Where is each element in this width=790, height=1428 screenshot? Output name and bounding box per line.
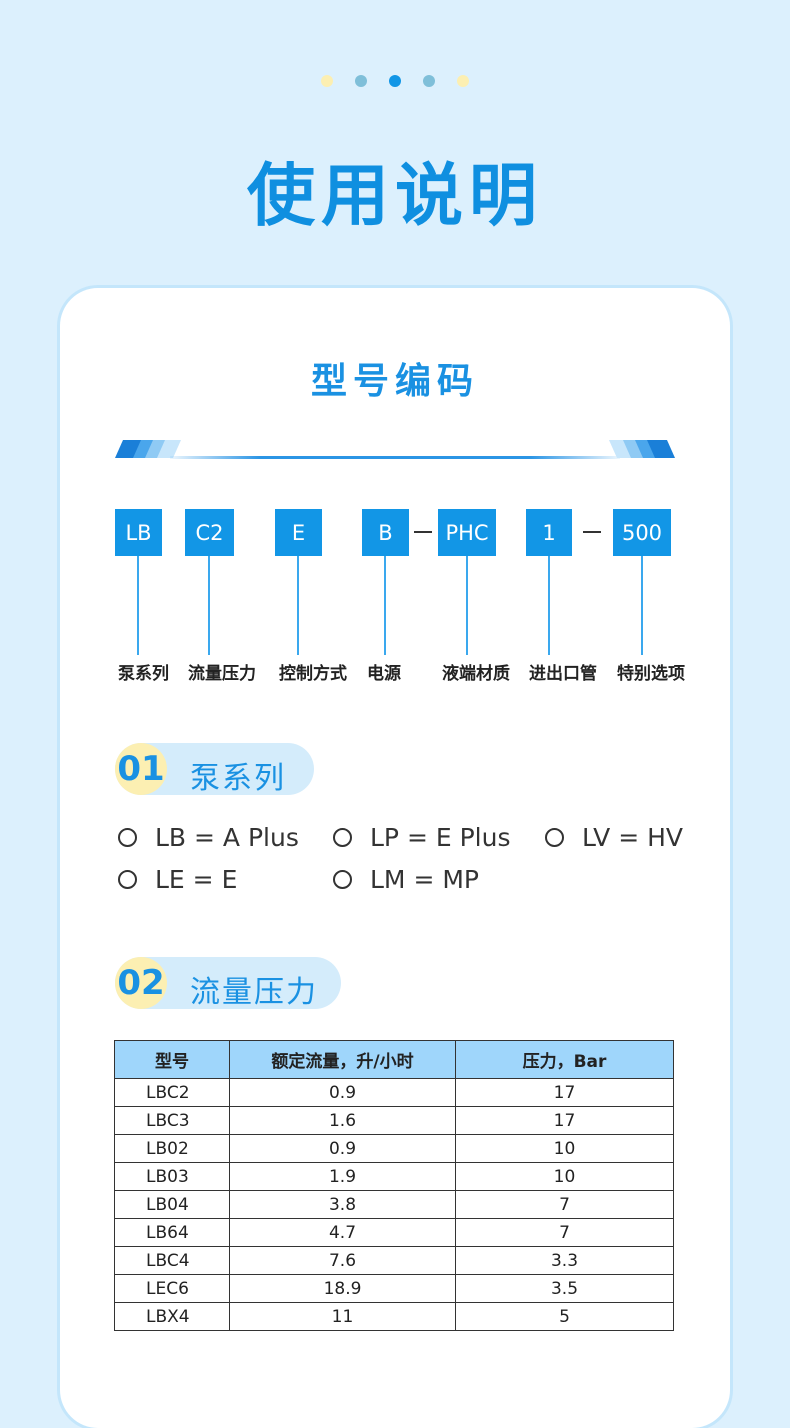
cell-model: LB02 [114,1134,230,1163]
series-option[interactable]: LM = MP [333,865,479,894]
code-label-port: 进出口管 [529,664,597,684]
code-label-option: 特别选项 [617,664,685,684]
code-box-power: B [362,509,409,556]
code-label-material: 液端材质 [442,664,510,684]
series-option[interactable]: LE = E [118,865,237,894]
option-label: LE = E [155,865,238,894]
code-label-power: 电源 [367,664,401,684]
section-number: 01 [115,743,167,795]
cell-flow: 1.6 [229,1106,456,1135]
section-header-flow: 02 流量压力 [115,957,341,1010]
pagination-dots [0,75,790,87]
option-label: LB = A Plus [155,823,299,852]
section-title: 泵系列 [190,761,286,796]
section-number: 02 [115,957,167,1009]
section-header-series: 01 泵系列 [115,743,314,796]
code-connector [466,556,468,655]
cell-model: LB64 [114,1218,230,1247]
cell-model: LBX4 [114,1302,230,1331]
code-connector [208,556,210,655]
cell-pressure: 7 [455,1190,674,1219]
series-option[interactable]: LB = A Plus [118,823,299,852]
section-title: 流量压力 [190,975,318,1010]
cell-model: LB04 [114,1190,230,1219]
cell-pressure: 10 [455,1134,674,1163]
radio-circle-icon[interactable] [545,828,564,847]
cell-flow: 7.6 [229,1246,456,1275]
code-box-option: 500 [613,509,671,556]
cell-flow: 3.8 [229,1190,456,1219]
cell-model: LBC2 [114,1078,230,1107]
column-header: 压力，Bar [455,1040,674,1079]
option-label: LV = HV [582,823,684,852]
pagination-dot [423,75,435,87]
code-dash [583,531,601,533]
cell-flow: 1.9 [229,1162,456,1191]
cell-flow: 0.9 [229,1134,456,1163]
decor-divider-line [170,456,620,459]
cell-pressure: 5 [455,1302,674,1331]
code-box-control: E [275,509,322,556]
page-title: 使用说明 [246,157,543,236]
code-label-control: 控制方式 [279,664,347,684]
cell-pressure: 3.5 [455,1274,674,1303]
option-label: LM = MP [370,865,479,894]
cell-flow: 11 [229,1302,456,1331]
code-label-series: 泵系列 [118,664,169,684]
code-box-material: PHC [438,509,496,556]
cell-model: LBC4 [114,1246,230,1275]
cell-pressure: 17 [455,1106,674,1135]
code-connector [137,556,139,655]
code-connector [548,556,550,655]
cell-flow: 18.9 [229,1274,456,1303]
code-connector [641,556,643,655]
column-header: 型号 [114,1040,230,1079]
cell-flow: 0.9 [229,1078,456,1107]
column-header: 额定流量，升/小时 [229,1040,456,1079]
code-dash [414,531,432,533]
radio-circle-icon[interactable] [333,870,352,889]
cell-pressure: 17 [455,1078,674,1107]
cell-pressure: 10 [455,1162,674,1191]
radio-circle-icon[interactable] [118,828,137,847]
series-option[interactable]: LV = HV [545,823,683,852]
cell-flow: 4.7 [229,1218,456,1247]
pagination-dot-active [389,75,401,87]
table-header-row: 型号 额定流量，升/小时 压力，Bar [114,1040,674,1079]
cell-model: LB03 [114,1162,230,1191]
code-box-flow: C2 [185,509,234,556]
card-title: 型号编码 [310,361,479,402]
code-label-flow: 流量压力 [188,664,256,684]
decor-stripes-left [115,440,181,458]
code-box-series: LB [115,509,162,556]
cell-pressure: 7 [455,1218,674,1247]
cell-model: LEC6 [114,1274,230,1303]
pagination-dot [457,75,469,87]
option-label: LP = E Plus [370,823,511,852]
series-option[interactable]: LP = E Plus [333,823,510,852]
radio-circle-icon[interactable] [118,870,137,889]
pagination-dot [355,75,367,87]
decor-stripes-right [609,440,675,458]
code-connector [297,556,299,655]
pagination-dot [321,75,333,87]
cell-pressure: 3.3 [455,1246,674,1275]
code-box-port: 1 [526,509,572,556]
radio-circle-icon[interactable] [333,828,352,847]
cell-model: LBC3 [114,1106,230,1135]
code-connector [384,556,386,655]
